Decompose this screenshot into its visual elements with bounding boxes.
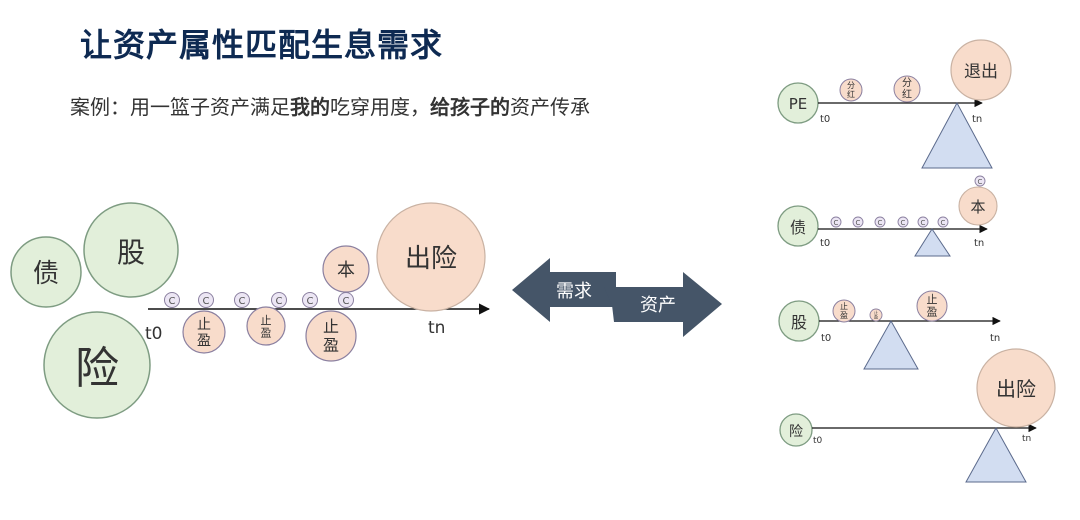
demand-arrow-label: 需求 <box>556 281 592 302</box>
stock-stop-profit-2: 止盈 <box>869 308 883 322</box>
main-principal-label: 本 <box>337 260 355 281</box>
bond-triangle <box>914 228 951 257</box>
main-stop-profit-1: 止盈 <box>182 310 226 354</box>
asset-arrow <box>604 272 722 337</box>
main-coupon-5: C <box>302 292 318 308</box>
svg-text:C: C <box>921 219 926 227</box>
bond-row: 债 t0 tn C C C C C C C 本 <box>777 175 998 257</box>
main-t0-label: t0 <box>145 324 162 344</box>
main-principal-circle <box>322 245 370 293</box>
svg-text:C: C <box>878 219 883 227</box>
svg-text:分红: 分红 <box>847 81 855 99</box>
svg-text:分红: 分红 <box>902 77 912 101</box>
bond-tn: tn <box>974 238 984 249</box>
main-diagram: 债 股 险 t0 tn C C C C C C 止盈 止盈 止盈 本 <box>10 202 491 419</box>
svg-text:止盈: 止盈 <box>261 314 272 340</box>
main-coupon-4: C <box>271 292 287 308</box>
svg-text:C: C <box>276 296 283 307</box>
main-insurance-circle <box>43 311 151 419</box>
pe-exit-circle <box>950 39 1012 101</box>
insurance-triangle <box>965 426 1027 483</box>
pe-row: PE t0 tn 分红 分红 退出 <box>777 39 1012 169</box>
svg-text:C: C <box>978 178 983 186</box>
bond-coupon-2: C <box>852 216 864 228</box>
main-stop-profit-3: 止盈 <box>305 310 357 362</box>
bond-t0: t0 <box>820 238 830 249</box>
stock-triangle <box>863 319 919 370</box>
svg-text:C: C <box>239 296 246 307</box>
bond-circle <box>777 205 819 247</box>
main-coupon-3: C <box>234 292 250 308</box>
insurance-circle <box>779 413 813 447</box>
main-coupon-1: C <box>164 292 180 308</box>
stock-tn: tn <box>990 333 1000 344</box>
stock-t0: t0 <box>821 333 831 344</box>
main-stop-profit-2: 止盈 <box>246 306 286 346</box>
bond-principal-label: 本 <box>970 198 985 216</box>
demand-arrow <box>512 258 616 322</box>
bond-coupon-3: C <box>874 216 886 228</box>
stock-label: 股 <box>791 313 807 332</box>
main-payout-label: 出险 <box>405 244 457 274</box>
svg-text:止盈: 止盈 <box>927 293 938 319</box>
insurance-row: 险 t0 tn 出险 <box>779 348 1056 483</box>
pe-dividend-1: 分红 <box>839 78 863 102</box>
bond-coupon-5: C <box>917 216 929 228</box>
pe-dividend-2: 分红 <box>893 75 921 103</box>
svg-text:C: C <box>941 219 946 227</box>
bond-coupon-7: C <box>974 175 986 187</box>
pe-exit-label: 退出 <box>964 62 998 82</box>
center-arrows: 需求 资产 <box>512 258 722 337</box>
insurance-t0: t0 <box>813 436 823 446</box>
bond-coupon-4: C <box>897 216 909 228</box>
subtitle-part-2: 我的 <box>290 95 330 119</box>
pe-t0: t0 <box>820 114 830 125</box>
main-tn-label: tn <box>428 318 445 338</box>
main-stock-circle <box>83 202 179 298</box>
main-payout-circle <box>376 202 486 312</box>
svg-text:止盈: 止盈 <box>874 309 878 320</box>
pe-triangle <box>921 101 993 169</box>
svg-text:C: C <box>203 296 210 307</box>
stock-stop-profit-3: 止盈 <box>916 290 948 322</box>
insurance-tn: tn <box>1022 434 1031 444</box>
stock-row: 股 t0 tn 止盈 止盈 止盈 <box>778 290 1001 370</box>
main-coupon-2: C <box>198 292 214 308</box>
slide-subtitle: 案例：用一篮子资产满足我的吃穿用度，给孩子的资产传承 <box>70 91 590 120</box>
svg-text:C: C <box>856 219 861 227</box>
bond-coupon-6: C <box>937 216 949 228</box>
subtitle-part-3: 吃穿用度， <box>330 95 430 119</box>
svg-text:C: C <box>343 296 350 307</box>
svg-text:C: C <box>169 296 176 307</box>
svg-text:止盈: 止盈 <box>323 317 339 354</box>
insurance-payout-label: 出险 <box>996 377 1036 401</box>
main-bond-label: 债 <box>33 259 59 289</box>
svg-text:C: C <box>901 219 906 227</box>
bond-principal-circle <box>958 186 998 226</box>
svg-text:C: C <box>834 219 839 227</box>
pe-label: PE <box>789 95 808 113</box>
bond-coupon-1: C <box>830 216 842 228</box>
bond-label: 债 <box>790 218 806 237</box>
svg-text:止盈: 止盈 <box>840 301 848 320</box>
asset-arrow-label: 资产 <box>640 295 676 316</box>
subtitle-part-1: 案例：用一篮子资产满足 <box>70 95 290 119</box>
main-insurance-label: 险 <box>75 343 119 394</box>
insurance-label: 险 <box>789 424 803 440</box>
insurance-payout-circle <box>976 348 1056 428</box>
subtitle-part-5: 资产传承 <box>510 95 590 119</box>
svg-text:止盈: 止盈 <box>197 317 211 349</box>
slide-title: 让资产属性匹配生息需求 <box>80 26 444 64</box>
main-coupon-6: C <box>338 292 354 308</box>
main-bond-circle <box>10 236 82 308</box>
svg-text:C: C <box>307 296 314 307</box>
pe-tn: tn <box>972 114 982 125</box>
main-stock-label: 股 <box>117 236 145 269</box>
subtitle-part-4: 给孩子的 <box>430 95 510 119</box>
stock-stop-profit-1: 止盈 <box>832 299 856 323</box>
